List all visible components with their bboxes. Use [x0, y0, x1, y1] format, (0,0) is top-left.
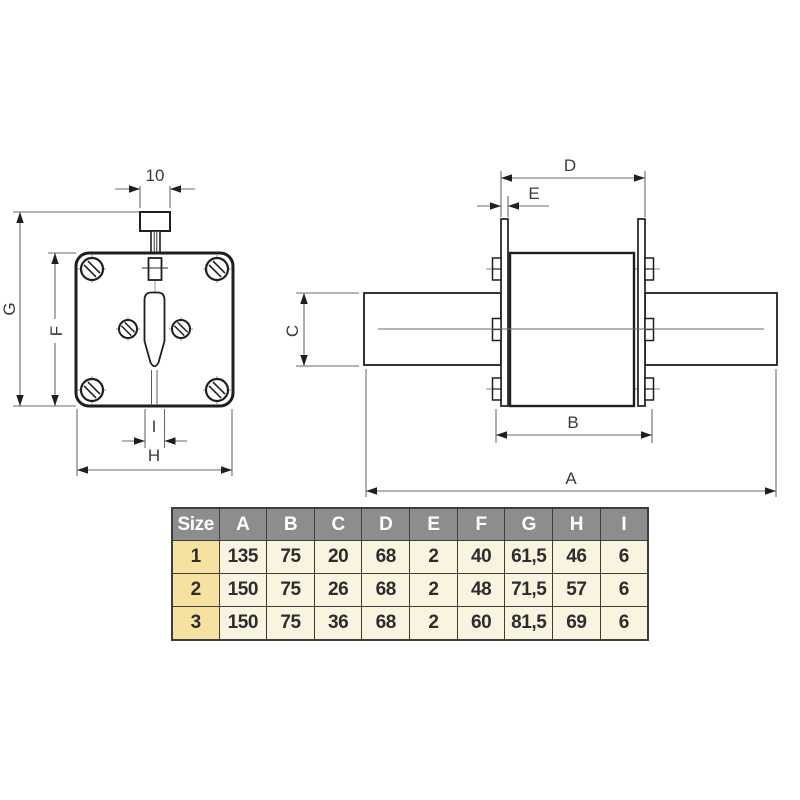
grip-tab — [139, 211, 171, 232]
cell-value: 81,5 — [504, 606, 554, 641]
cell-value: 69 — [552, 606, 601, 641]
screw-mid-right — [169, 317, 193, 341]
dimension-table: Size A B C D E F G H I 1 135 75 20 68 2 … — [171, 507, 649, 641]
screw-top-right — [203, 255, 231, 283]
cell-value: 48 — [456, 573, 506, 607]
cell-value: 150 — [218, 573, 268, 607]
dim-label-d: D — [564, 156, 576, 175]
grip-stem — [150, 230, 161, 254]
cell-value: 150 — [218, 606, 268, 641]
cell-size: 3 — [171, 606, 220, 641]
dim-label-e: E — [528, 184, 539, 203]
header-i: I — [599, 507, 649, 541]
cell-value: 68 — [361, 573, 411, 607]
dim-label-h: H — [148, 446, 160, 465]
header-d: D — [361, 507, 411, 541]
dim-blade-height — [296, 292, 359, 367]
dim-body-width-front — [76, 409, 233, 476]
cell-value: 71,5 — [504, 573, 554, 607]
cell-value: 2 — [409, 606, 458, 641]
cell-value: 36 — [313, 606, 363, 641]
dim-label-a: A — [565, 469, 577, 488]
dim-label-f: F — [47, 326, 66, 336]
table-row-size-1: 1 135 75 20 68 2 40 61,5 46 6 — [171, 540, 649, 574]
screw-bottom-right — [203, 376, 231, 404]
cell-value: 75 — [266, 573, 315, 607]
table-header-row: Size A B C D E F G H I — [171, 507, 649, 541]
header-f: F — [456, 507, 506, 541]
screw-bottom-left — [78, 376, 106, 404]
cell-value: 75 — [266, 606, 315, 641]
cell-value: 68 — [361, 606, 411, 641]
cell-value: 2 — [409, 573, 458, 607]
corner-screws — [78, 255, 231, 404]
dim-body-width-side — [495, 409, 653, 443]
header-a: A — [218, 507, 268, 541]
cell-value: 20 — [313, 540, 363, 574]
cell-value: 6 — [599, 540, 649, 574]
dim-label-10: 10 — [146, 166, 165, 185]
middle-screws — [116, 317, 193, 341]
cell-size: 1 — [171, 540, 220, 574]
cell-value: 61,5 — [504, 540, 554, 574]
technical-drawing: 10 G F — [0, 156, 778, 497]
dim-tab-width — [115, 185, 195, 208]
cell-value: 46 — [552, 540, 601, 574]
dim-plates-width — [500, 171, 646, 217]
table-row-size-3: 3 150 75 36 68 2 60 81,5 69 6 — [171, 606, 649, 641]
screw-mid-left — [116, 317, 140, 341]
indicator-window — [147, 257, 163, 281]
indicator-plate-left — [500, 218, 509, 407]
header-g: G — [504, 507, 554, 541]
front-view: 10 G F — [0, 166, 235, 476]
side-view: D E — [283, 156, 778, 497]
cell-value: 57 — [552, 573, 601, 607]
cell-value: 135 — [218, 540, 268, 574]
dim-label-b: B — [567, 413, 578, 432]
header-h: H — [552, 507, 601, 541]
header-c: C — [313, 507, 363, 541]
table-row-size-2: 2 150 75 26 68 2 48 71,5 57 6 — [171, 573, 649, 607]
center-slot — [143, 291, 166, 368]
cell-value: 40 — [456, 540, 506, 574]
dim-overall-height — [13, 211, 140, 407]
header-b: B — [266, 507, 315, 541]
header-e: E — [409, 507, 458, 541]
screw-top-left — [78, 255, 106, 283]
cell-value: 68 — [361, 540, 411, 574]
dim-label-c: C — [283, 325, 302, 337]
cell-value: 26 — [313, 573, 363, 607]
cell-size: 2 — [171, 573, 220, 607]
cell-value: 6 — [599, 606, 649, 641]
dim-label-i: I — [152, 417, 157, 436]
dim-label-g: G — [0, 302, 19, 315]
header-size: Size — [171, 507, 220, 541]
cell-value: 6 — [599, 573, 649, 607]
dim-label-f-backing — [46, 319, 63, 343]
dim-plate-thickness — [477, 196, 549, 217]
dim-slot-width — [122, 409, 187, 448]
dim-total-width — [365, 369, 777, 497]
cell-value: 75 — [266, 540, 315, 574]
cell-value: 2 — [409, 540, 458, 574]
indicator-plate-right — [637, 218, 646, 407]
cell-value: 60 — [456, 606, 506, 641]
